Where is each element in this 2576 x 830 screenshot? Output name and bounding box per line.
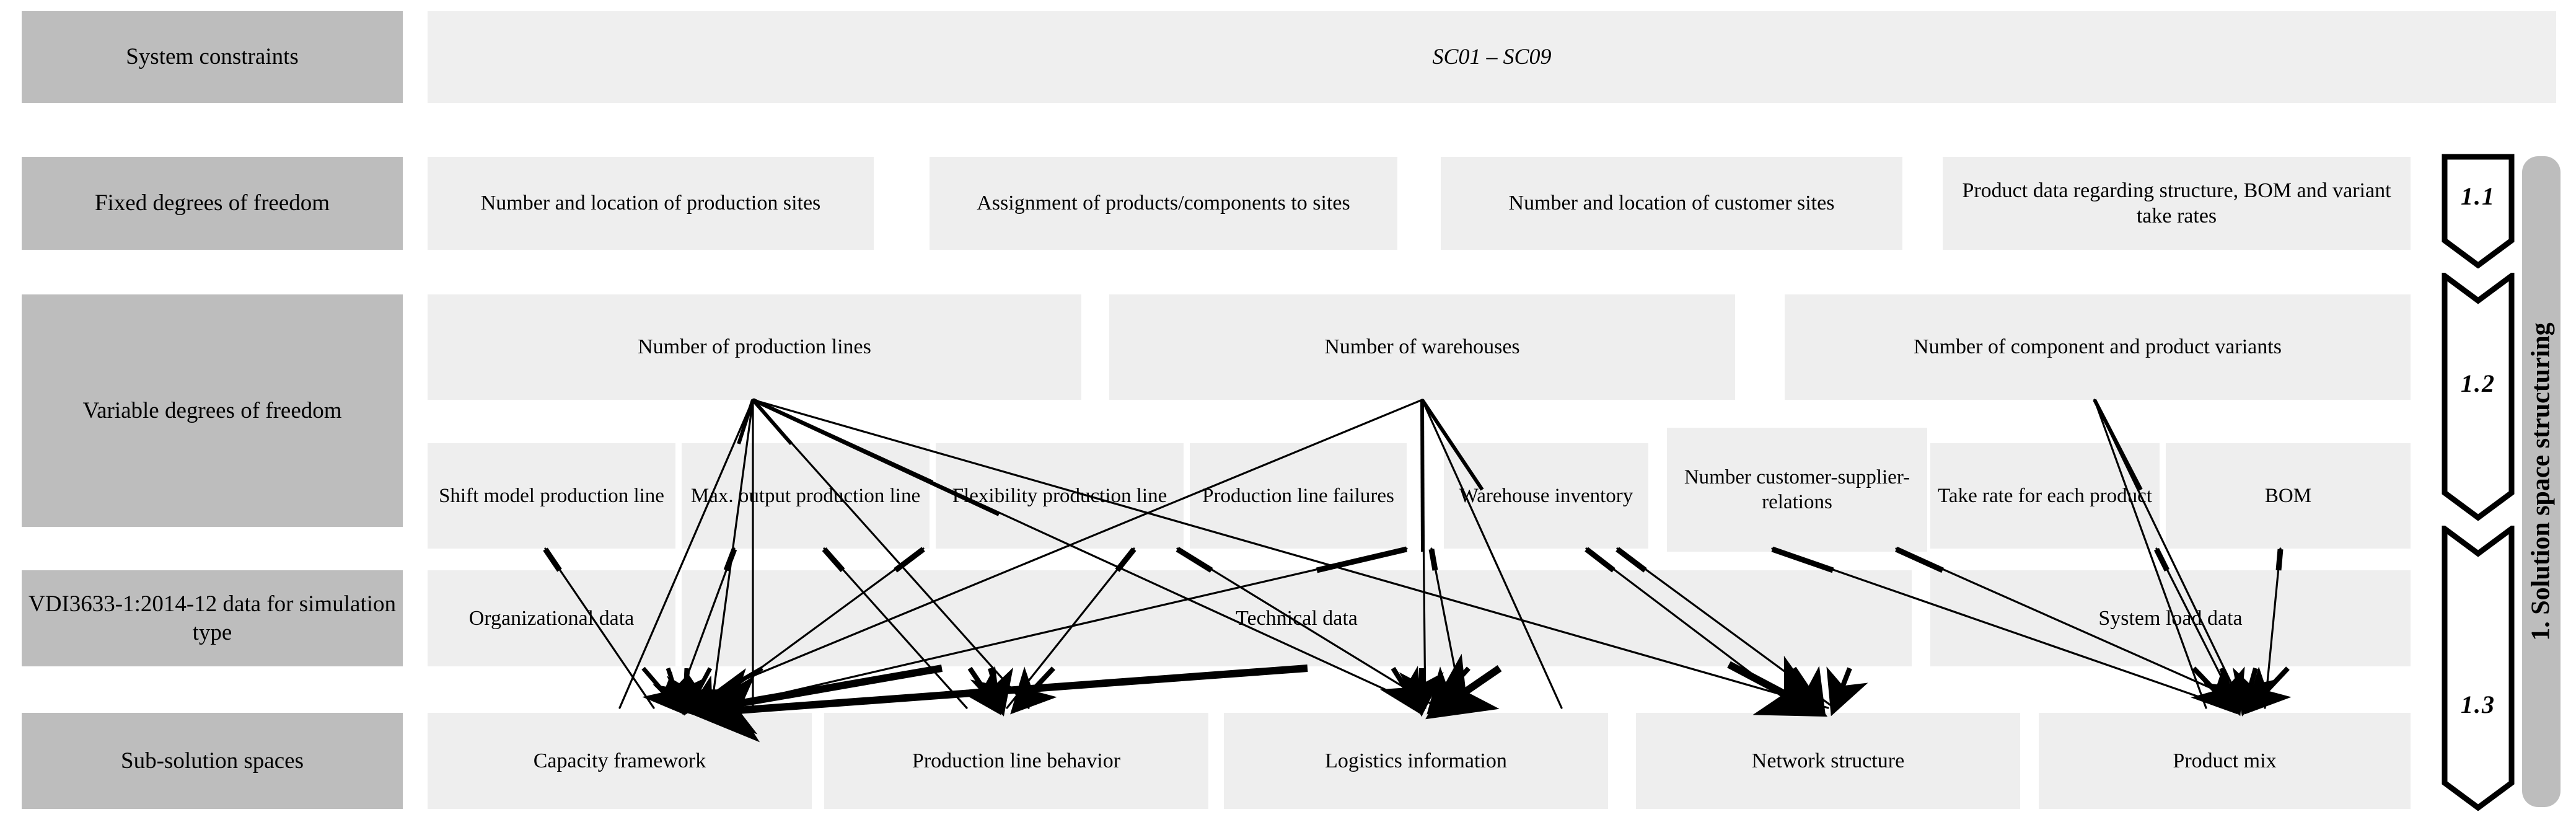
- sub-solution-cell-logistics-information: Logistics information: [1224, 713, 1608, 809]
- cell-text: Number of warehouses: [1324, 335, 1520, 359]
- vdi-cell-system-load-data: System load data: [1930, 570, 2411, 666]
- variable-dof-cell-variants: Number of component and product variants: [1785, 294, 2411, 400]
- cell-text: Network structure: [1751, 749, 1905, 772]
- variable-dof-cell-max-output: Max. output production line: [682, 443, 930, 549]
- cell-text: Product data regarding structure, BOM an…: [1962, 179, 2391, 227]
- chevron-label: 1.3: [2461, 691, 2495, 718]
- cell-text: Organizational data: [468, 606, 635, 630]
- cell-text: Number and location of customer sites: [1508, 192, 1835, 215]
- chevron-shape: [2442, 154, 2515, 268]
- vdi-cell-technical-data: Technical data: [682, 570, 1912, 666]
- sub-solution-cell-capacity-framework: Capacity framework: [428, 713, 812, 809]
- sub-solution-cell-production-line-behavior: Production line behavior: [824, 713, 1208, 809]
- row-label-text: Fixed degrees of freedom: [94, 190, 330, 216]
- fixed-dof-cell-product-data: Product data regarding structure, BOM an…: [1943, 157, 2411, 250]
- chevron-step-1-2: 1.2: [2442, 273, 2515, 521]
- variable-dof-cell-production-lines: Number of production lines: [428, 294, 1081, 400]
- row-label-text: VDI3633-1:2014-12 data for simulation ty…: [29, 591, 396, 645]
- cell-text: Warehouse inventory: [1459, 484, 1633, 507]
- chevron-shape: [2442, 526, 2515, 811]
- fixed-dof-cell-customer-sites: Number and location of customer sites: [1441, 157, 1902, 250]
- row-label-vdi-data: VDI3633-1:2014-12 data for simulation ty…: [22, 570, 403, 666]
- cell-text: BOM: [2264, 484, 2312, 507]
- sub-solution-cell-product-mix: Product mix: [2039, 713, 2411, 809]
- chevron-step-1-1: 1.1: [2442, 154, 2515, 268]
- cell-text: Shift model production line: [439, 484, 664, 507]
- row-label-text: Sub-solution spaces: [121, 748, 304, 774]
- cell-text: Assignment of products/components to sit…: [977, 192, 1350, 215]
- variable-dof-cell-warehouse-inventory: Warehouse inventory: [1444, 443, 1648, 549]
- cell-text: Logistics information: [1325, 749, 1507, 772]
- cell-text: Production line behavior: [912, 749, 1121, 772]
- cell-text: Number customer-supplier-relations: [1684, 466, 1910, 513]
- cell-text: Capacity framework: [533, 749, 706, 772]
- cell-text: Technical data: [1236, 606, 1358, 630]
- row-label-sub-solution-spaces: Sub-solution spaces: [22, 713, 403, 809]
- variable-dof-cell-bom: BOM: [2166, 443, 2411, 549]
- variable-dof-cell-take-rate: Take rate for each product: [1930, 443, 2160, 549]
- cell-text: Number and location of production sites: [480, 192, 821, 215]
- system-constraints-range: SC01 – SC09: [1432, 44, 1552, 69]
- fixed-dof-cell-production-sites: Number and location of production sites: [428, 157, 874, 250]
- phase-bar-solution-space-structuring: 1. Solution space structuring: [2522, 156, 2561, 807]
- cell-text: Flexibility production line: [952, 484, 1167, 507]
- variable-dof-cell-flexibility: Flexibility production line: [936, 443, 1184, 549]
- row-label-system-constraints: System constraints: [22, 11, 403, 103]
- row-label-text: System constraints: [126, 44, 299, 70]
- vdi-cell-organizational-data: Organizational data: [428, 570, 675, 666]
- variable-dof-cell-customer-supplier-relations: Number customer-supplier-relations: [1667, 428, 1927, 552]
- cell-text: Product mix: [2173, 749, 2277, 772]
- row-label-fixed-degrees-of-freedom: Fixed degrees of freedom: [22, 157, 403, 250]
- chevron-shape: [2442, 273, 2515, 521]
- cell-text: Number of production lines: [638, 335, 871, 359]
- cell-text: Max. output production line: [690, 484, 921, 507]
- row-label-variable-degrees-of-freedom: Variable degrees of freedom: [22, 294, 403, 527]
- cell-text: Take rate for each product: [1938, 484, 2152, 507]
- row-label-text: Variable degrees of freedom: [82, 397, 342, 423]
- variable-dof-cell-warehouses: Number of warehouses: [1109, 294, 1735, 400]
- chevron-step-1-3: 1.3: [2442, 526, 2515, 811]
- cell-text: Production line failures: [1202, 484, 1394, 507]
- sub-solution-cell-network-structure: Network structure: [1636, 713, 2020, 809]
- fixed-dof-cell-assignment: Assignment of products/components to sit…: [930, 157, 1397, 250]
- system-constraints-band: SC01 – SC09: [428, 11, 2556, 103]
- chevron-label: 1.1: [2461, 182, 2495, 210]
- chevron-label: 1.2: [2461, 369, 2495, 397]
- cell-text: System load data: [2098, 606, 2243, 630]
- phase-bar-label: 1. Solution space structuring: [2527, 322, 2556, 641]
- cell-text: Number of component and product variants: [1914, 335, 2282, 359]
- variable-dof-cell-line-failures: Production line failures: [1190, 443, 1407, 549]
- variable-dof-cell-shift-model: Shift model production line: [428, 443, 675, 549]
